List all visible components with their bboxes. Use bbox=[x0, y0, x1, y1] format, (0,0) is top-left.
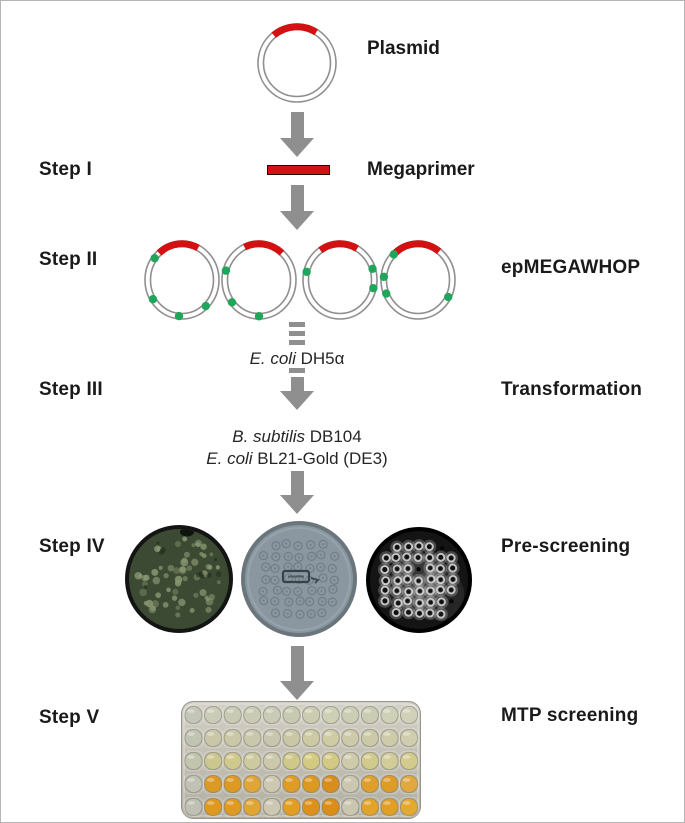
down-arrow-icon bbox=[280, 646, 314, 700]
petri-dish-photo-green bbox=[125, 525, 233, 633]
dashed-arrow-icon bbox=[289, 322, 305, 327]
down-arrow-icon bbox=[280, 377, 314, 410]
step-1-label: Step I bbox=[39, 159, 92, 180]
host-bl21-label: E. coli BL21-Gold (DE3) bbox=[206, 449, 388, 468]
mutant-plasmid-diagram bbox=[144, 240, 220, 321]
step-5-label: Step V bbox=[39, 707, 100, 728]
step-3-label: Step III bbox=[39, 379, 103, 400]
plasmid-label: Plasmid bbox=[367, 38, 440, 59]
petri-dish-photo-blue bbox=[241, 521, 357, 637]
step-2-label: Step II bbox=[39, 249, 98, 270]
down-arrow-icon bbox=[280, 112, 314, 157]
plasmid-diagram bbox=[257, 23, 337, 103]
dashed-arrow-icon bbox=[289, 368, 305, 373]
megaprimer-label: Megaprimer bbox=[367, 159, 475, 180]
host-bsubtilis-label: B. subtilis DB104 bbox=[232, 427, 362, 446]
step-4-label: Step IV bbox=[39, 536, 105, 557]
down-arrow-icon bbox=[280, 471, 314, 514]
prescreening-label: Pre-screening bbox=[501, 536, 631, 557]
epmegawhop-label: epMEGAWHOP bbox=[501, 257, 641, 278]
down-arrow-icon bbox=[280, 185, 314, 230]
petri-dish-photo-dark bbox=[366, 527, 472, 633]
dashed-arrow-icon bbox=[289, 340, 305, 345]
mutant-plasmid-diagram bbox=[379, 240, 456, 320]
mtp-plate-photo bbox=[181, 701, 421, 819]
mtp-screening-label: MTP screening bbox=[501, 705, 639, 726]
host-dh5a-label: E. coli DH5α bbox=[249, 349, 345, 368]
dashed-arrow-icon bbox=[289, 331, 305, 336]
mutant-plasmid-diagram bbox=[302, 240, 378, 320]
transformation-label: Transformation bbox=[501, 379, 643, 400]
megaprimer-bar bbox=[267, 165, 330, 175]
mutant-plasmid-diagram bbox=[221, 240, 297, 321]
